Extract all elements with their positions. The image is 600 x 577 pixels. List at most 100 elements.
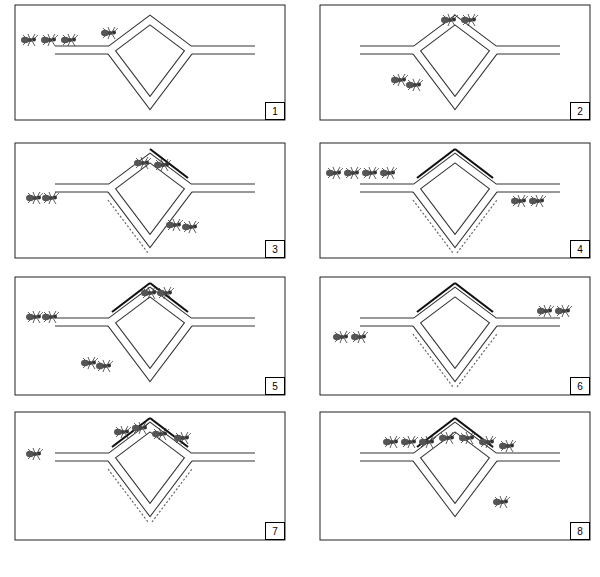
ant-figure [154,159,171,171]
ant-figure [555,305,572,317]
bridge-branch-inner [360,158,560,188]
ant-thorax [103,364,108,368]
panel-number: 8 [577,526,583,537]
ant-antenna [35,35,38,38]
ant-leg [37,318,40,323]
ant-antenna [171,288,174,291]
panel [320,5,590,120]
ant-head [394,440,398,444]
ant-thorax [536,199,541,203]
ant-antenna [513,441,516,444]
pheromone-trail [150,283,188,312]
bridge-branch-inner [110,322,190,375]
pheromone-trail [455,149,493,178]
ant-head [52,38,56,42]
ant-leg [163,435,166,440]
ant-head [452,18,456,22]
ant-thorax [161,163,166,167]
ant-head [450,436,454,440]
ant-leg [37,199,40,204]
pheromone-trail [150,418,188,447]
ant-leg [362,338,365,343]
ant-head [112,31,116,35]
ant-thorax [33,315,38,319]
bridge-branch-outline [360,20,560,50]
ant-antenna [453,433,456,436]
ant-figure [383,436,400,448]
ant-leg [92,364,95,369]
bridge-branch-inner [55,292,255,322]
ant-figure [81,357,98,369]
panel-number: 2 [577,106,583,117]
ant-figure [141,287,158,299]
ant-head [490,440,494,444]
panel-frame [320,143,590,258]
bridge-branch-inner [360,20,560,50]
weak-pheromone-trail [413,334,453,387]
ant-leg [125,433,128,438]
panel-number-box: 4 [570,240,590,258]
panel [320,277,590,395]
ant-figure [166,219,183,231]
ant-head [143,426,147,430]
ant-thorax [139,426,144,430]
ant-head [337,171,341,175]
bridge-branch-outline [55,292,255,322]
ant-figure [326,167,343,179]
panel-number-box: 7 [265,522,285,540]
bridge-branch-outline [415,50,495,103]
ant-leg [522,202,525,207]
ant-antenna [455,15,458,18]
bridge-branch-inner [110,50,190,103]
ant-antenna [40,312,43,315]
ant-figure [406,79,423,91]
bridge-branch-inner [110,188,190,241]
ant-head [32,38,36,42]
ant-figure [459,432,476,444]
ant-thorax [28,38,33,42]
ant-antenna [196,222,199,225]
ant-figure [21,34,38,46]
ant-antenna [168,160,171,163]
ant-leg [504,503,507,508]
ant-thorax [164,291,169,295]
bridge-branch-inner [360,292,560,322]
ant-figure [362,167,379,179]
ant-antenna [394,168,397,171]
ant-figure [401,436,418,448]
ant-leg [355,174,358,179]
bridge-branch-inner [415,188,495,241]
ant-figure [114,426,131,438]
ant-figure [441,14,458,26]
panel-frame [15,412,285,540]
ant-leg [168,294,171,299]
ant-leg [391,174,394,179]
ant-antenna [543,196,546,199]
ant-figure [96,360,113,372]
ant-thorax [33,196,38,200]
ant-head [522,199,526,203]
bridge-branch-inner [55,20,255,50]
panel [15,412,285,540]
ant-figure [351,331,368,343]
ant-leg [53,318,56,323]
ant-leg [566,312,569,317]
ant-thorax [189,225,194,229]
ant-antenna [415,437,418,440]
ant-antenna [40,193,43,196]
weak-pheromone-trail [457,334,497,387]
bridge-branch-inner [55,158,255,188]
bridge-branch-outline [360,158,560,188]
ant-leg [548,312,551,317]
panel-frame [15,277,285,395]
ant-head [504,500,508,504]
ant-thorax [333,171,338,175]
bridge-branch-outline [110,188,190,241]
bridge-branch-outline [360,427,560,457]
ant-antenna [146,423,149,426]
ant-leg [185,439,188,444]
ant-head [152,291,156,295]
ant-head [185,436,189,440]
ant-thorax [387,171,392,175]
ant-figure [439,432,456,444]
